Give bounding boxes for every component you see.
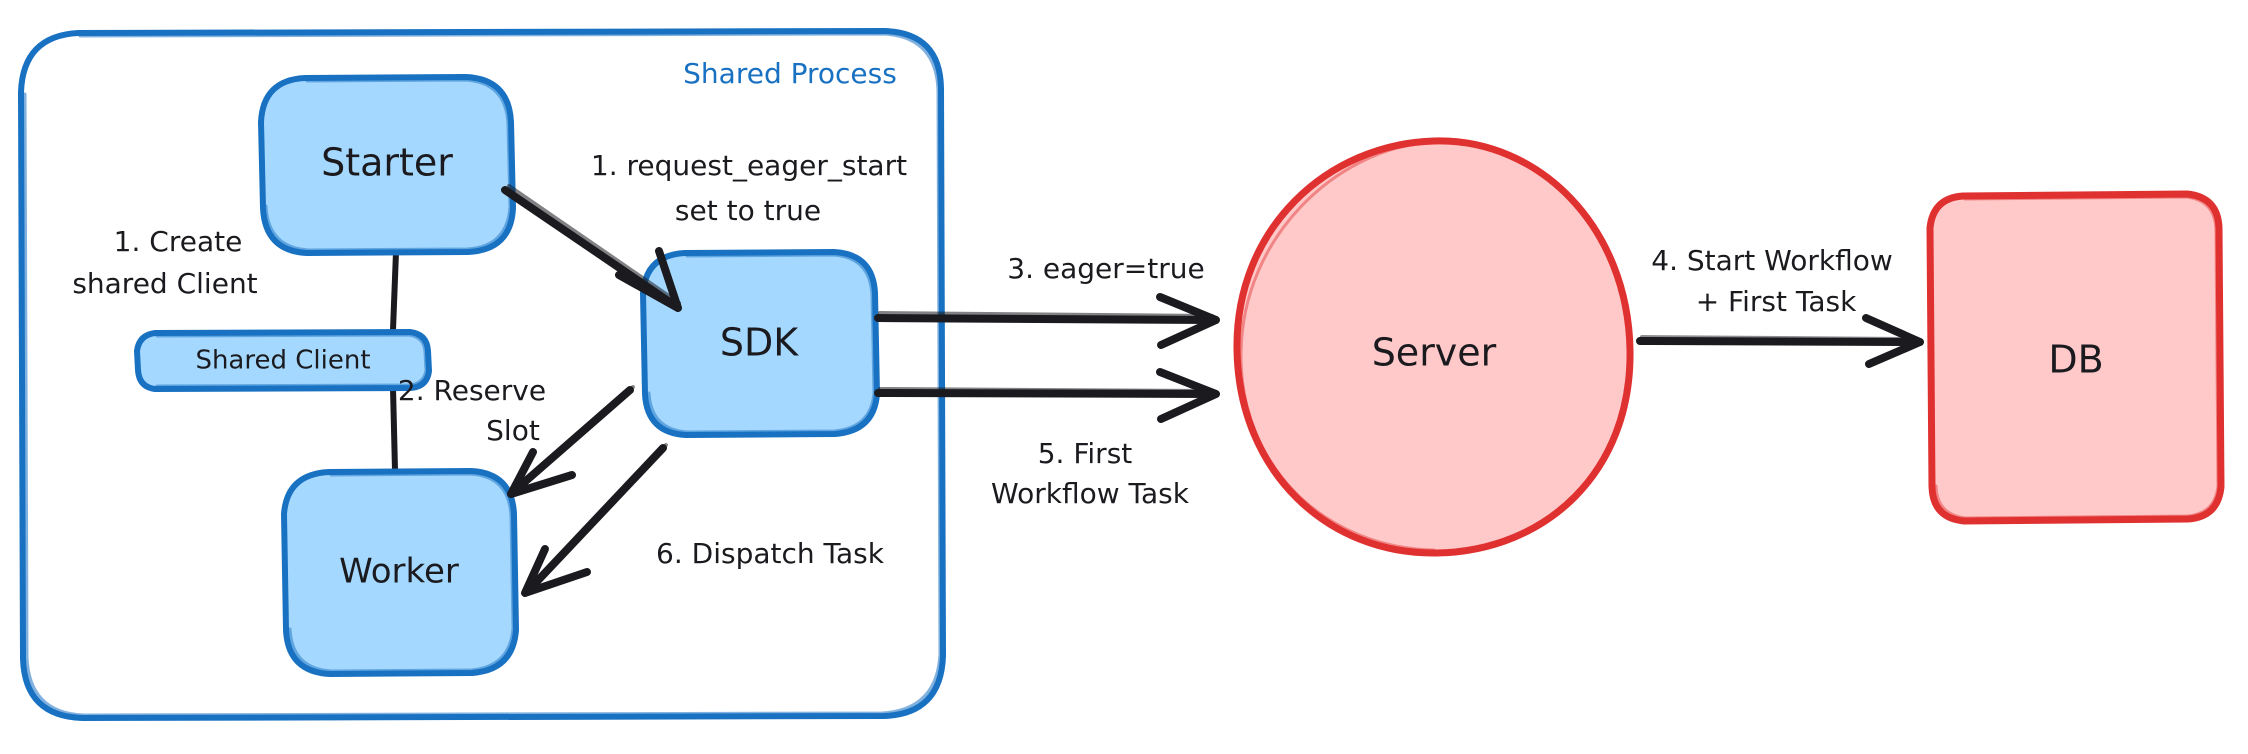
edge-arrowhead-eager-true bbox=[1156, 293, 1220, 349]
edge-line-dispatch-task-overlay bbox=[528, 443, 668, 591]
node-shared-client-shape bbox=[134, 329, 432, 392]
node-shared-client-shape-overlay bbox=[155, 333, 428, 388]
shared-process-border bbox=[18, 28, 946, 721]
node-sdk-shape bbox=[640, 249, 880, 438]
edge-label-request-eager-start-line1: 1. request_eager_start bbox=[591, 149, 907, 182]
node-db-shape bbox=[1926, 190, 2225, 525]
node-db[interactable]: DB bbox=[1926, 190, 2225, 525]
edge-line-shared-client-worker bbox=[390, 385, 398, 473]
edge-label-dispatch-task: 6. Dispatch Task bbox=[656, 537, 885, 570]
node-worker[interactable]: Worker bbox=[281, 468, 519, 677]
node-label-sdk: SDK bbox=[720, 321, 799, 365]
edge-label-request-eager-start-line2: set to true bbox=[675, 194, 821, 227]
node-starter-shape-overlay bbox=[264, 78, 512, 252]
node-shared-client[interactable]: Shared Client bbox=[134, 329, 432, 392]
node-starter[interactable]: Starter bbox=[258, 74, 516, 256]
edge-line-starter-shared-client bbox=[390, 249, 399, 333]
edge-arrowhead-request-eager-start bbox=[615, 247, 682, 312]
edge-arrowhead-start-workflow-first-task bbox=[1862, 314, 1924, 368]
node-worker-shape-overlay bbox=[288, 472, 515, 673]
node-label-starter: Starter bbox=[321, 141, 453, 185]
edge-line-start-workflow-first-task bbox=[1636, 337, 1920, 346]
edge-label-start-workflow-first-task-line1: 4. Start Workflow bbox=[1651, 244, 1893, 277]
edge-label-first-workflow-task-line2: Workflow Task bbox=[991, 477, 1190, 510]
edge-label-create-shared-client-line2: shared Client bbox=[72, 267, 257, 300]
edge-dispatch-task[interactable]: 6. Dispatch Task bbox=[521, 443, 885, 597]
edge-line-request-eager-start-overlay bbox=[507, 184, 681, 305]
edge-request-eager-start[interactable]: 1. request_eager_start set to true bbox=[501, 149, 907, 312]
shared-process-border-sketch-overlay bbox=[23, 32, 942, 717]
edge-first-workflow-task[interactable]: 5. First Workflow Task bbox=[874, 368, 1220, 510]
edge-line-first-workflow-task bbox=[874, 389, 1218, 398]
node-server[interactable]: Server bbox=[1233, 137, 1634, 557]
edge-reserve-slot[interactable]: 2. Reserve Slot bbox=[398, 374, 635, 498]
edge-shared-client-worker[interactable] bbox=[390, 385, 398, 473]
group-shared-process[interactable]: Shared Process bbox=[18, 28, 946, 721]
edge-line-first-workflow-task-overlay bbox=[878, 387, 1214, 393]
group-label-shared-process: Shared Process bbox=[683, 57, 897, 90]
node-server-shape-overlay bbox=[1239, 141, 1436, 552]
edge-arrowhead-first-workflow-task bbox=[1156, 368, 1220, 423]
node-label-worker: Worker bbox=[339, 552, 459, 592]
edge-line-eager-true-overlay bbox=[878, 311, 1214, 318]
node-sdk-shape-overlay bbox=[647, 253, 876, 434]
edge-line-eager-true bbox=[874, 314, 1218, 324]
edge-line-start-workflow-first-task-overlay bbox=[1640, 335, 1916, 341]
edge-arrowhead-dispatch-task bbox=[521, 545, 591, 597]
node-label-server: Server bbox=[1372, 331, 1497, 375]
edge-label-first-workflow-task-line1: 5. First bbox=[1038, 437, 1133, 470]
edge-create-shared-client[interactable]: 1. Create shared Client bbox=[72, 225, 399, 333]
edge-label-reserve-slot-line1: 2. Reserve bbox=[398, 374, 546, 407]
edge-label-eager-true: 3. eager=true bbox=[1007, 252, 1204, 285]
edge-line-reserve-slot-overlay bbox=[513, 385, 635, 492]
edge-label-reserve-slot-line2: Slot bbox=[486, 414, 540, 447]
node-label-shared-client: Shared Client bbox=[195, 346, 370, 376]
node-sdk[interactable]: SDK bbox=[640, 249, 880, 438]
edge-eager-true[interactable]: 3. eager=true bbox=[874, 252, 1220, 349]
node-starter-shape bbox=[258, 74, 516, 256]
node-label-db: DB bbox=[2048, 338, 2103, 382]
edge-start-workflow-first-task[interactable]: 4. Start Workflow + First Task bbox=[1636, 244, 1924, 368]
edge-arrowhead-reserve-slot bbox=[507, 448, 576, 498]
edge-label-start-workflow-first-task-line2: + First Task bbox=[1696, 285, 1857, 318]
node-db-shape-overlay bbox=[1934, 195, 2220, 520]
node-server-shape bbox=[1233, 137, 1634, 557]
edge-label-create-shared-client-line1: 1. Create bbox=[114, 225, 243, 258]
